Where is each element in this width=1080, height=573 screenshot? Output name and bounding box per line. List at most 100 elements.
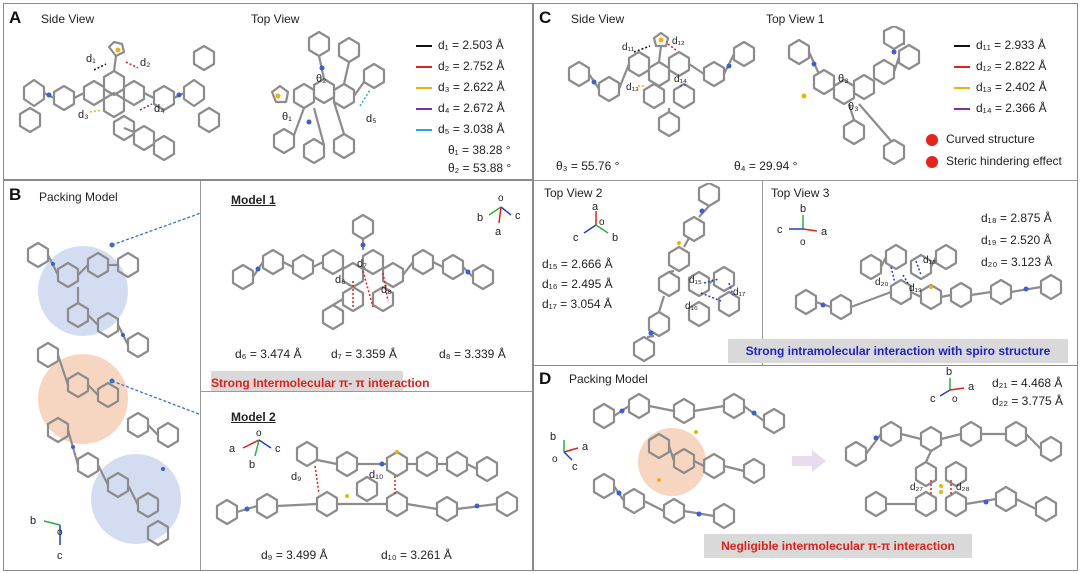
theta3-top-label: θ₃ (838, 73, 849, 85)
tv2-axes: a o c b (573, 203, 618, 244)
top-view3-title: Top View 3 (771, 186, 830, 200)
legend-d14: d₁₄ = 2.366 Å (954, 101, 1047, 115)
panel-c: C Side View Top View 1 (533, 3, 1078, 367)
svg-text:o: o (952, 394, 958, 405)
d22-value: d₂₂ = 3.775 Å (992, 394, 1064, 408)
d9-label: d₉ (291, 471, 301, 483)
d16-value: d₁₆ = 2.495 Å (542, 277, 613, 291)
model2-title: Model 2 (231, 410, 276, 424)
panel-b: B Packing Model (3, 180, 533, 571)
theta2-label: θ₂ (316, 73, 326, 85)
legend-d1: d₁ = 2.503 Å (416, 38, 504, 52)
d10-value: d₁₀ = 3.261 Å (381, 548, 452, 562)
panel-a: A Side View Top View (3, 3, 533, 180)
packing-model-title: Packing Model (39, 190, 118, 204)
d27-label: d₂₇ (910, 482, 923, 493)
d21-value: d₂₁ = 4.468 Å (992, 376, 1063, 390)
svg-text:o: o (498, 193, 504, 204)
top-view-title: Top View (251, 12, 300, 26)
legend-d3: d₃ = 2.622 Å (416, 80, 505, 94)
d28-label: d₂₈ (956, 482, 970, 493)
svg-text:c: c (777, 224, 783, 236)
d16-label: d₁₆ (685, 301, 698, 312)
d-packing-image (592, 392, 786, 530)
d9-value: d₉ = 3.499 Å (261, 548, 328, 562)
panel-d-letter: D (539, 369, 552, 388)
legend-d2: d₂ = 2.752 Å (416, 59, 504, 73)
legend-d13: d₁₃ = 2.402 Å (954, 80, 1047, 94)
svg-text:c: c (930, 393, 936, 405)
d15-value: d₁₅ = 2.666 Å (542, 257, 613, 271)
top-view3-molecule: d₂₀ d₁₈ d₁₉ (794, 243, 1063, 321)
theta1-label: θ₁ (282, 111, 292, 123)
svg-text:a: a (821, 226, 828, 238)
legend-d4: d₄ = 2.672 Å (416, 101, 505, 115)
svg-text:o: o (800, 237, 806, 248)
svg-text:b: b (249, 459, 255, 471)
d8-label: d₈ (381, 284, 392, 296)
d5-label: d₅ (366, 113, 377, 125)
svg-text:b: b (800, 203, 806, 215)
d20-label: d₂₀ (875, 277, 889, 288)
d12-label: d₁₂ (672, 36, 685, 47)
svg-text:o: o (552, 454, 558, 465)
d-closeup-image: d₂₇ d₂₈ (844, 420, 1063, 523)
tv3-axes: b c o a (777, 203, 828, 248)
svg-text:c: c (275, 443, 281, 455)
d-axes-right: b c o a (930, 366, 975, 405)
top-view1-molecule: θ₃ θ₃ (787, 26, 921, 166)
panel-b-letter: B (9, 185, 22, 204)
feature-steric: Steric hindering effect (926, 154, 1062, 168)
negligible-banner: Negligible intermolecular π-π interactio… (704, 534, 972, 558)
d14-label: d₁₄ (674, 74, 687, 85)
legend-d12: d₁₂ = 2.822 Å (954, 59, 1046, 73)
d-packing-title: Packing Model (569, 372, 648, 386)
legend-d11: d₁₁ = 2.933 Å (954, 38, 1046, 52)
svg-text:o: o (256, 428, 262, 439)
d13-label: d₁₃ (626, 82, 639, 93)
top-view2-molecule: d₁₅ d₁₆ d₁₇ (632, 183, 746, 363)
angle-theta3: θ₃ = 55.76 ° (556, 159, 620, 173)
d3-label: d₃ (78, 109, 89, 121)
d15-label: d₁₅ (689, 275, 702, 286)
panel-d: D Packing Model b o c a (533, 365, 1078, 571)
svg-text:c: c (57, 550, 63, 562)
d8-value: d₈ = 3.339 Å (439, 347, 506, 361)
d4-label: d₄ (154, 103, 165, 115)
svg-text:o: o (599, 217, 605, 228)
c-side-view-title: Side View (571, 12, 625, 26)
model1-molecule: d₆ d₇ d₈ (231, 213, 495, 331)
spiro-banner: Strong intramolecular interaction with s… (728, 339, 1068, 363)
d2-label: d₂ (140, 57, 150, 69)
top-view-molecule: θ₂ θ₁ d₅ (270, 30, 386, 165)
model2-axes: o a c b (229, 428, 281, 471)
d20-value: d₂₀ = 3.123 Å (981, 255, 1053, 269)
d19-value: d₁₉ = 2.520 Å (981, 233, 1052, 247)
transition-arrow-icon (792, 450, 826, 472)
packing-arrows (109, 208, 213, 420)
svg-text:a: a (968, 381, 975, 393)
c-side-view-molecule: d₁₁ d₁₂ d₁₃ d₁₄ (567, 31, 756, 138)
feature-curved: Curved structure (926, 132, 1035, 146)
svg-text:b: b (30, 515, 36, 527)
svg-text:a: a (582, 441, 589, 453)
d19-label: d₁₉ (909, 283, 922, 294)
svg-text:a: a (592, 203, 599, 213)
d6-label: d₆ (335, 274, 346, 286)
d-axes-left: b o c a (550, 431, 589, 473)
model1-axes: o b c a (477, 193, 521, 238)
svg-text:o: o (57, 527, 63, 538)
red-dot-icon (926, 155, 938, 168)
svg-text:c: c (515, 210, 521, 222)
side-view-molecule: d₁ d₂ d₃ d₄ (18, 40, 221, 162)
top-view2-title: Top View 2 (544, 186, 603, 200)
top-view3-box: Top View 3 b c o a d₁₈ = 2.875 Å d₁₉ = 2… (762, 180, 1077, 366)
d1-label: d₁ (86, 53, 96, 65)
d18-value: d₁₈ = 2.875 Å (981, 211, 1052, 225)
packing-model-image (26, 241, 181, 547)
svg-text:c: c (572, 461, 578, 473)
d7-label: d₇ (357, 258, 367, 270)
svg-text:a: a (229, 443, 236, 455)
d10-label: d₁₀ (369, 469, 383, 481)
model2-box: Model 2 o a c b (200, 391, 532, 570)
